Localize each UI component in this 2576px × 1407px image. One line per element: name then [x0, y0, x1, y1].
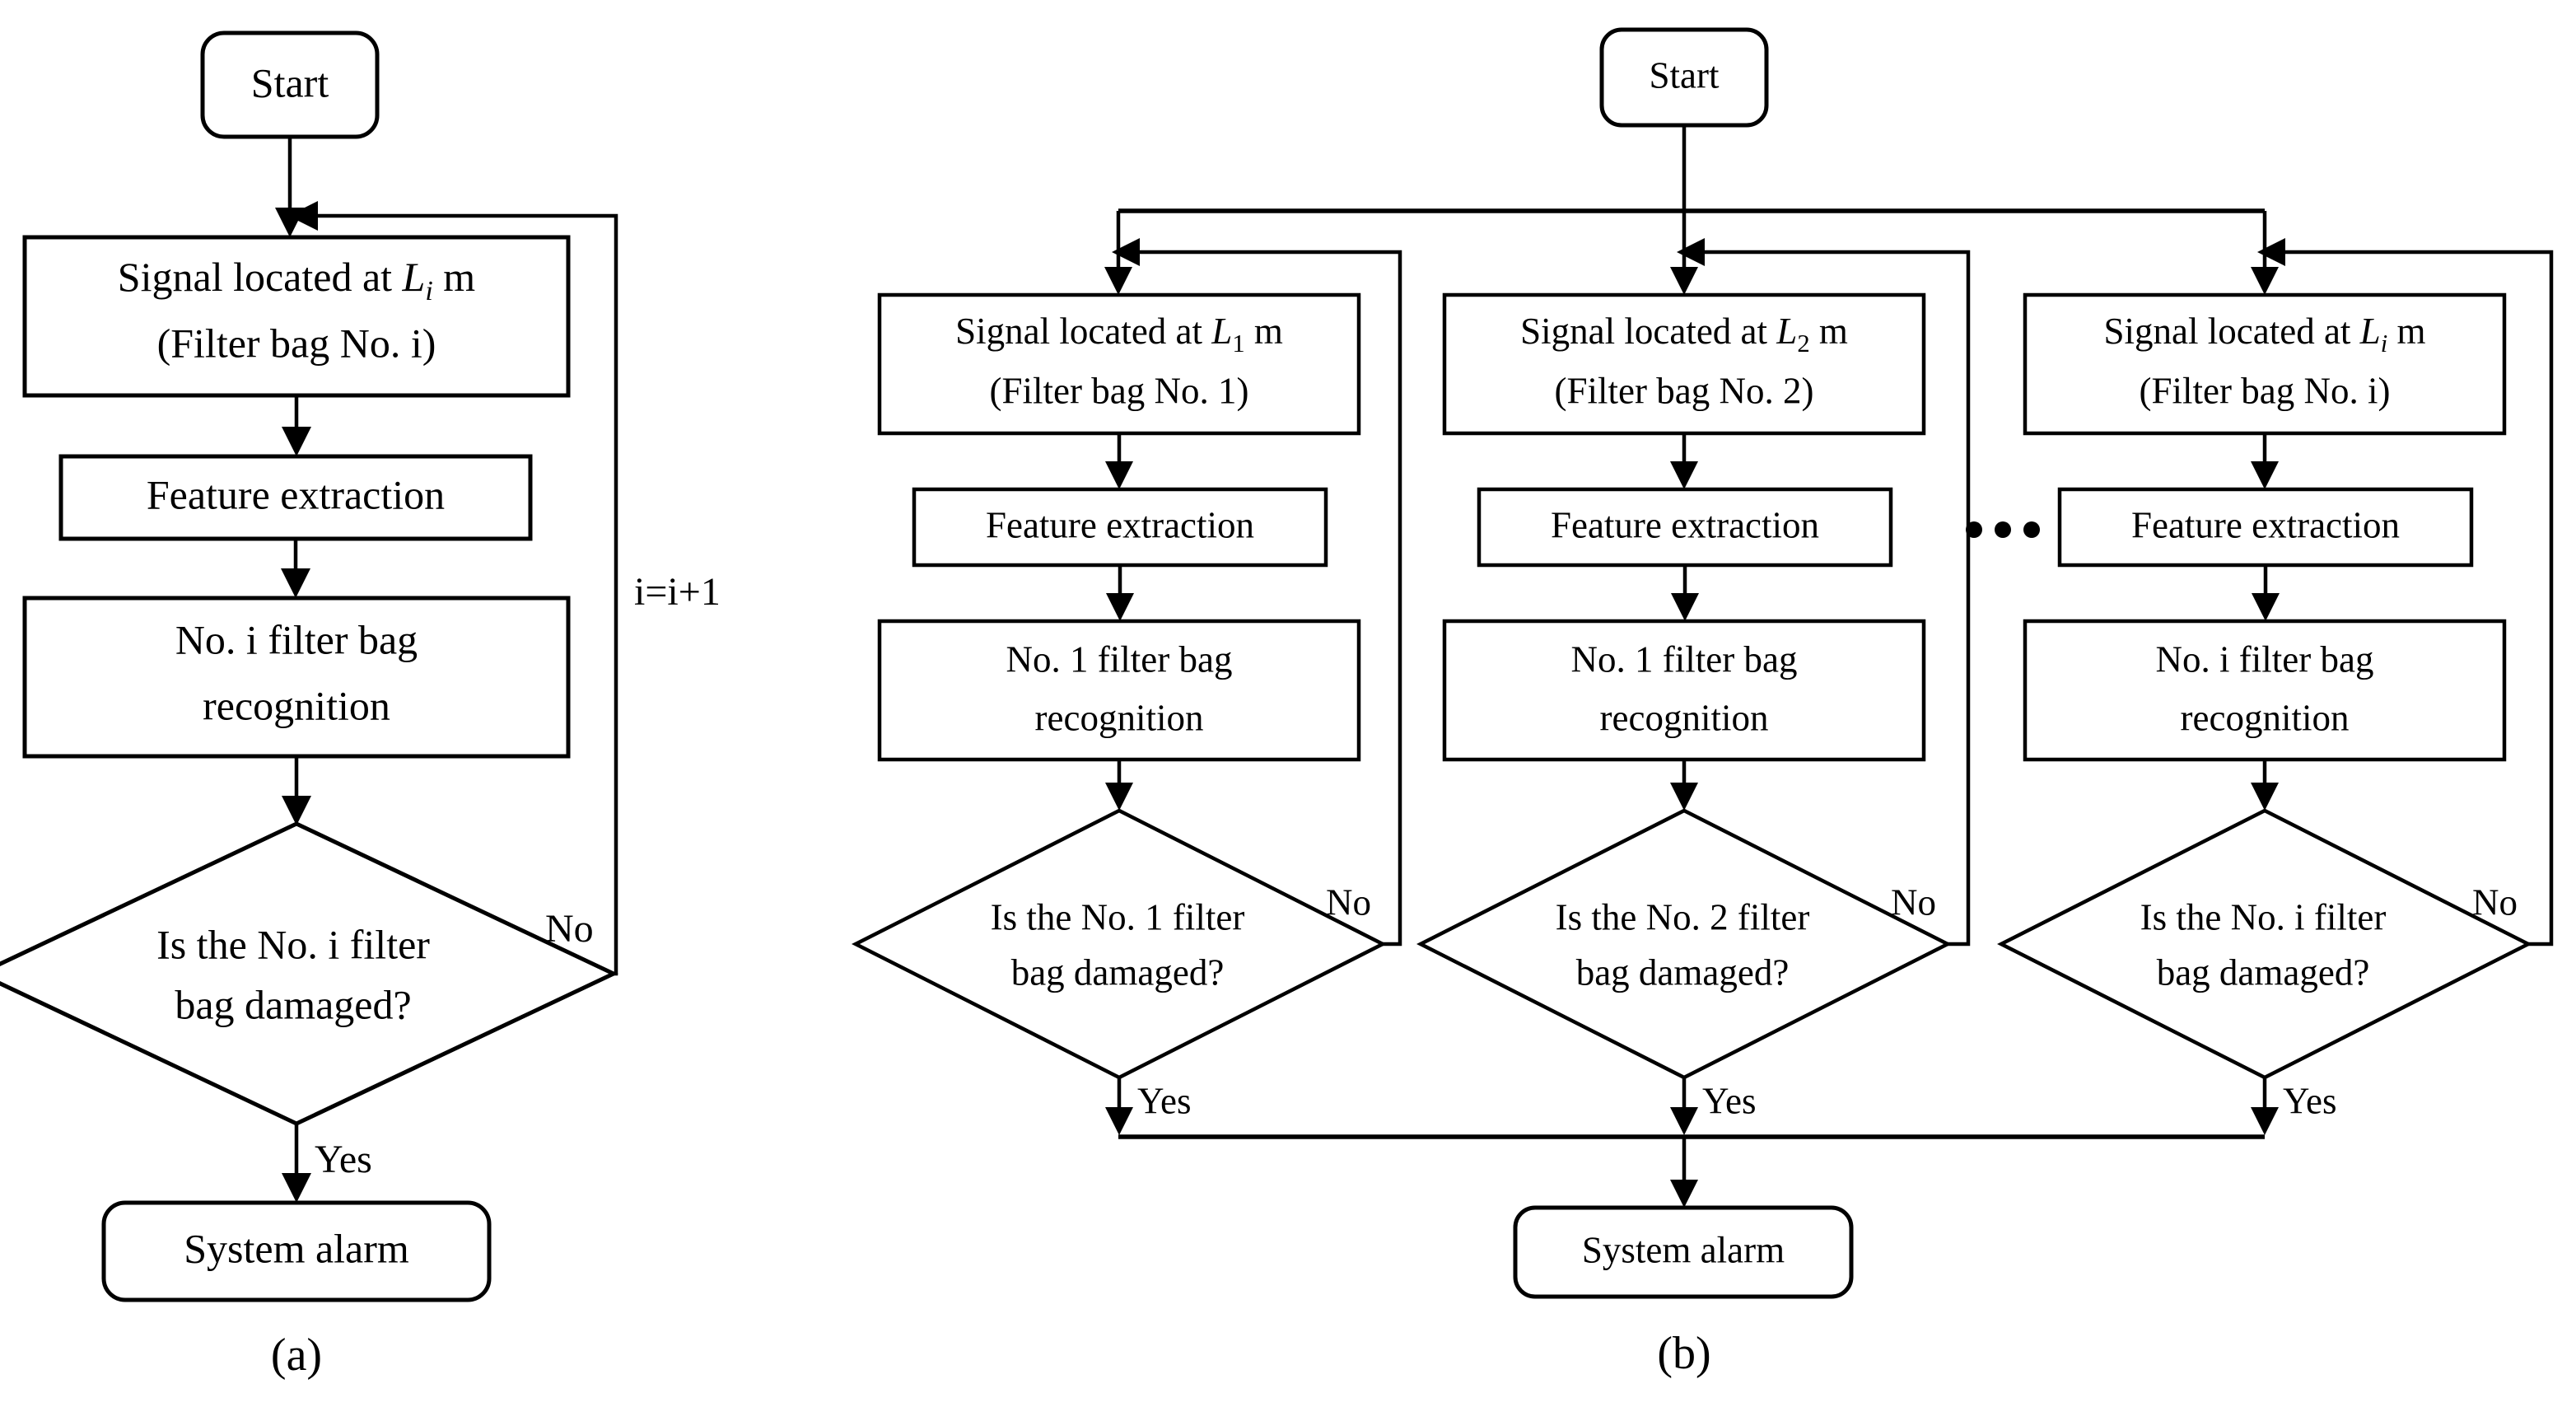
b-col1-arrowhead-recognition-to-decision [1105, 783, 1133, 811]
b-col1-decision-label-line2: bag damaged? [1011, 951, 1225, 993]
b-col2-no-label: No [1891, 881, 1936, 923]
panel-b: Start Signal located at L1 m (Filter bag… [852, 27, 2554, 1379]
a-edge-no-feedback [301, 213, 618, 976]
b-column-1: Signal located at L1 m (Filter bag No. 1… [852, 238, 1402, 1135]
b-col1-signal-label-line2: (Filter bag No. 1) [990, 370, 1249, 411]
a-yes-label: Yes [315, 1138, 372, 1181]
b-col1-feature-label: Feature extraction [986, 504, 1254, 545]
panel-a: Start Signal located at Li m (Filter bag… [0, 30, 721, 1381]
b-arrowhead-bus-to-col1 [1104, 267, 1132, 295]
b-col2-signal-label-line1: Signal located at L2 m [1520, 311, 1848, 358]
b-col2-feature-node[interactable] [1477, 487, 1893, 568]
b-coli-decision-label-line1: Is the No. i filter [2140, 896, 2387, 937]
b-col2-recognition-label-line1: No. 1 filter bag [1571, 638, 1798, 680]
b-ellipsis-icon [1966, 521, 2040, 538]
a-start-label: Start [251, 59, 329, 105]
a-feature-node[interactable] [58, 454, 533, 541]
b-col1-decision-label-line1: Is the No. 1 filter [991, 896, 1245, 937]
b-col1-recognition-label-line1: No. 1 filter bag [1006, 638, 1233, 680]
b-col1-decision-node[interactable] [852, 808, 1387, 1080]
a-arrowhead-yes-to-alarm [282, 1173, 311, 1203]
a-alarm-node[interactable] [101, 1200, 492, 1302]
b-col2-feature-label: Feature extraction [1551, 504, 1819, 545]
b-col1-arrowhead-feature-to-recognition [1106, 593, 1134, 621]
b-coli-no-label: No [2472, 881, 2518, 923]
b-coli-signal-node[interactable] [2023, 292, 2507, 436]
b-coli-edge-no-feedback [2270, 250, 2554, 947]
b-col2-recognition-node[interactable] [1442, 619, 1926, 762]
a-recognition-label-line1: No. i filter bag [175, 616, 418, 662]
b-coli-yes-label: Yes [2283, 1080, 2336, 1121]
a-arrowhead-recognition-to-decision [282, 796, 311, 825]
a-recognition-label-line2: recognition [203, 682, 390, 728]
b-alarm-label: System alarm [1582, 1229, 1785, 1270]
b-coli-arrowhead-feature-to-recognition [2252, 593, 2280, 621]
b-col1-signal-node[interactable] [877, 292, 1361, 436]
b-col1-feature-node[interactable] [912, 487, 1328, 568]
a-signal-label-line2: (Filter bag No. i) [157, 320, 436, 366]
b-col2-recognition-label-line2: recognition [1600, 697, 1769, 738]
b-col1-arrowhead-yes-down [1105, 1107, 1133, 1135]
b-alarm-node[interactable] [1513, 1205, 1854, 1299]
b-coli-arrowhead-yes-down [2251, 1107, 2279, 1135]
b-col2-yes-label: Yes [1702, 1080, 1756, 1121]
b-col1-signal-label-line1: Signal located at L1 m [955, 311, 1283, 358]
b-col2-decision-label-line1: Is the No. 2 filter [1556, 896, 1810, 937]
a-decision-label-line1: Is the No. i filter [156, 921, 430, 967]
b-col1-no-label: No [1326, 881, 1371, 923]
b-col1-edge-no-feedback [1125, 250, 1402, 947]
b-coli-recognition-label-line1: No. i filter bag [2156, 638, 2374, 680]
a-increment-label: i=i+1 [634, 570, 721, 614]
b-coli-arrowhead-no-feedback [2257, 238, 2285, 266]
b-col1-arrowhead-no-feedback [1112, 238, 1140, 266]
b-coli-signal-label-line1: Signal located at Li m [2104, 311, 2426, 358]
a-alarm-label: System alarm [184, 1225, 409, 1271]
a-arrowhead-signal-to-feature [282, 427, 311, 456]
b-col2-arrowhead-recognition-to-decision [1670, 783, 1698, 811]
b-column-2: Signal located at L2 m (Filter bag No. 2… [1416, 238, 1971, 1135]
b-col1-recognition-node[interactable] [877, 619, 1361, 762]
b-col2-arrowhead-no-feedback [1677, 238, 1705, 266]
b-coli-feature-node[interactable] [2057, 487, 2474, 568]
b-arrowhead-bus-to-col3 [2251, 267, 2279, 295]
b-coli-decision-label-line2: bag damaged? [2157, 951, 2370, 993]
b-coli-decision-node[interactable] [1997, 808, 2532, 1080]
b-col1-arrowhead-signal-to-feature [1105, 461, 1133, 489]
b-arrowhead-bus-to-col2 [1670, 267, 1698, 295]
a-recognition-node[interactable] [22, 596, 571, 759]
b-coli-arrowhead-recognition-to-decision [2251, 783, 2279, 811]
a-feature-label: Feature extraction [147, 471, 445, 517]
b-column-i: Signal located at Li m (Filter bag No. i… [1997, 238, 2554, 1135]
b-coli-signal-label-line2: (Filter bag No. i) [2140, 370, 2391, 411]
a-decision-node[interactable] [0, 821, 618, 1126]
a-decision-label-line2: bag damaged? [175, 981, 411, 1027]
b-col2-decision-node[interactable] [1416, 808, 1952, 1080]
b-col2-signal-label-line2: (Filter bag No. 2) [1555, 370, 1814, 411]
b-coli-recognition-node[interactable] [2023, 619, 2507, 762]
b-coli-arrowhead-signal-to-feature [2251, 461, 2279, 489]
b-col2-arrowhead-signal-to-feature [1670, 461, 1698, 489]
b-arrowhead-merge-to-alarm [1670, 1180, 1698, 1208]
a-no-label: No [545, 907, 594, 951]
panel-b-caption: (b) [1657, 1328, 1710, 1379]
b-col2-signal-node[interactable] [1442, 292, 1926, 436]
b-col1-yes-label: Yes [1137, 1080, 1191, 1121]
b-col2-arrowhead-yes-down [1670, 1107, 1698, 1135]
a-arrowhead-feature-to-recognition [281, 568, 310, 598]
a-signal-node[interactable] [22, 235, 571, 398]
b-start-label: Start [1650, 54, 1720, 96]
panel-a-caption: (a) [271, 1330, 322, 1381]
b-col2-decision-label-line2: bag damaged? [1576, 951, 1790, 993]
b-coli-recognition-label-line2: recognition [2181, 697, 2350, 738]
b-col1-recognition-label-line2: recognition [1035, 697, 1204, 738]
b-col2-edge-no-feedback [1690, 250, 1971, 947]
a-signal-label-line1: Signal located at Li m [118, 254, 476, 306]
b-col2-arrowhead-feature-to-recognition [1671, 593, 1699, 621]
b-coli-feature-label: Feature extraction [2131, 504, 2400, 545]
a-arrowhead-no-feedback [288, 201, 318, 231]
